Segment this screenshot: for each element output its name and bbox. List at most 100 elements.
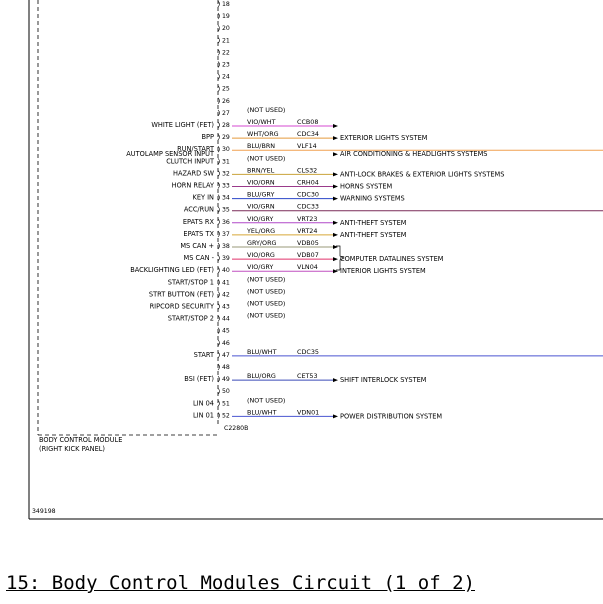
wire-color: VIO/ORG — [247, 251, 275, 259]
pin-mark — [217, 351, 220, 359]
pin-number: 32 — [222, 170, 230, 177]
pin-mark — [217, 37, 220, 44]
pin-number: 25 — [222, 86, 230, 93]
wire-color: WHT/ORG — [247, 130, 279, 138]
pin-number: 43 — [222, 304, 230, 311]
pin-number: 20 — [222, 25, 230, 32]
pin-number: 36 — [222, 219, 230, 226]
pin-label: EPATS TX — [183, 230, 214, 238]
pin-mark — [217, 339, 220, 347]
pin-mark — [217, 327, 220, 334]
circuit-id: CET53 — [297, 372, 318, 380]
wire-color: BLU/WHT — [247, 408, 277, 416]
circuit-id: CRH04 — [297, 179, 319, 187]
dest-label: EXTERIOR LIGHTS SYSTEM — [340, 134, 428, 142]
pin-label: LIN 01 — [193, 411, 214, 419]
pin-mark — [217, 145, 220, 153]
datalines-brace — [336, 245, 345, 271]
pin-label: AUTOLAMP SENSOR INPUT — [126, 150, 215, 158]
pin-label: WHITE LIGHT (FET) — [151, 121, 214, 129]
pin-mark — [217, 266, 220, 274]
pin-number: 48 — [222, 364, 230, 371]
circuit-id: CCB08 — [297, 118, 318, 126]
pin-mark — [217, 279, 220, 286]
pin-label: RUN/START — [177, 145, 215, 153]
dest-label: INTERIOR LIGHTS SYSTEM — [340, 267, 426, 275]
pin-number: 23 — [222, 62, 230, 69]
pin-number: 24 — [222, 74, 230, 81]
pin-mark — [217, 254, 220, 262]
pin-mark — [217, 121, 220, 129]
pin-label: START/STOP 1 — [168, 278, 214, 286]
pin-mark — [217, 97, 220, 105]
wire-color: VIO/GRY — [247, 263, 273, 271]
pin-label: START/STOP 2 — [168, 315, 214, 323]
pin-number: 37 — [222, 231, 230, 238]
pin-mark — [217, 400, 220, 407]
pin-mark — [217, 61, 220, 68]
pin-mark — [217, 109, 220, 117]
dest-label: POWER DISTRIBUTION SYSTEM — [340, 412, 442, 420]
pin-number: 28 — [222, 122, 230, 129]
pin-label: STRT BUTTON (FET) — [149, 290, 214, 298]
pin-mark — [217, 315, 220, 322]
dest-label: HORNS SYSTEM — [340, 183, 393, 191]
pin-number: 49 — [222, 376, 230, 383]
pin-label: BACKLIGHTING LED (FET) — [130, 266, 214, 274]
wire-color: BLU/WHT — [247, 348, 277, 356]
pin-number: 42 — [222, 291, 230, 298]
dest-arrow — [333, 152, 338, 157]
pin-label: HORN RELAY — [172, 182, 215, 190]
wire-color: (NOT USED) — [247, 275, 285, 283]
circuit-id: CDC35 — [297, 348, 319, 356]
pin-label: START — [194, 351, 215, 359]
pin-number: 19 — [222, 13, 230, 20]
module-location: (RIGHT KICK PANEL) — [39, 445, 105, 453]
dest-arrow — [333, 269, 338, 274]
wire-color: (NOT USED) — [247, 106, 285, 114]
pin-label: BPP — [202, 133, 214, 141]
circuit-id: VLF14 — [297, 142, 317, 150]
pin-mark — [217, 230, 220, 238]
wire-color: BLU/ORG — [247, 372, 276, 380]
pin-number: 40 — [222, 267, 230, 274]
dest-label: ANTI-THEFT SYSTEM — [340, 219, 407, 227]
dest-arrow — [333, 196, 338, 201]
wire-color: (NOT USED) — [247, 300, 285, 308]
connector-id: C2280B — [224, 425, 248, 432]
dest-arrow — [333, 378, 338, 383]
pin-mark — [217, 242, 220, 250]
pin-mark — [217, 0, 220, 8]
pin-mark — [217, 363, 220, 371]
pin-number: 39 — [222, 255, 230, 262]
pin-mark — [217, 291, 220, 298]
pin-number: 29 — [222, 134, 230, 141]
pin-mark — [217, 375, 220, 383]
circuit-id: CDC30 — [297, 191, 319, 199]
circuit-id: CLS32 — [297, 166, 317, 174]
wire-color: VIO/ORN — [247, 179, 275, 187]
pin-label: KEY IN — [193, 194, 215, 202]
pin-mark — [217, 206, 220, 213]
pin-label: HAZARD SW — [173, 169, 214, 177]
circuit-id: CDC33 — [297, 203, 319, 211]
pin-mark — [217, 182, 220, 189]
pin-mark — [217, 85, 220, 92]
figure-caption: 15: Body Control Modules Circuit (1 of 2… — [6, 572, 475, 594]
pin-mark — [217, 194, 220, 201]
wire-color: YEL/ORG — [246, 227, 275, 235]
pin-mark — [217, 24, 220, 32]
circuit-id: CDC34 — [297, 130, 319, 138]
circuit-id: VRT24 — [297, 227, 317, 235]
dest-arrow — [333, 124, 338, 128]
wire-color: VIO/WHT — [247, 118, 276, 126]
circuit-id: VDB07 — [297, 251, 319, 259]
dest-arrow — [333, 136, 338, 141]
wire-color: (NOT USED) — [247, 312, 285, 320]
dest-label: COMPUTER DATALINES SYSTEM — [340, 255, 444, 263]
pin-mark — [217, 387, 220, 395]
module-name: BODY CONTROL MODULE — [39, 436, 122, 444]
pin-mark — [217, 170, 220, 177]
